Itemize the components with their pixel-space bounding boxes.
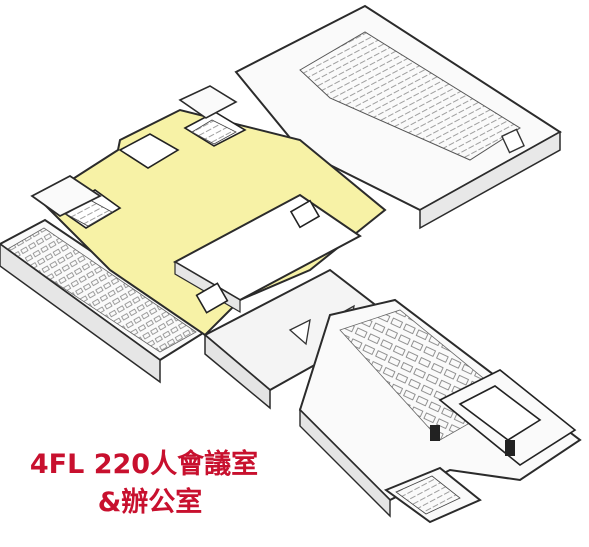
west-rooms bbox=[30, 85, 238, 218]
caption-line-1: 4FL 220人會議室 bbox=[29, 449, 259, 480]
auditorium-block bbox=[234, 4, 562, 230]
floor-caption: 4FL 220人會議室 &辦公室 bbox=[0, 446, 300, 522]
caption-line-2: &辦公室 bbox=[97, 487, 203, 518]
office-block bbox=[298, 298, 582, 524]
highlighted-corridor bbox=[38, 108, 387, 337]
left-seating-block bbox=[0, 218, 210, 384]
